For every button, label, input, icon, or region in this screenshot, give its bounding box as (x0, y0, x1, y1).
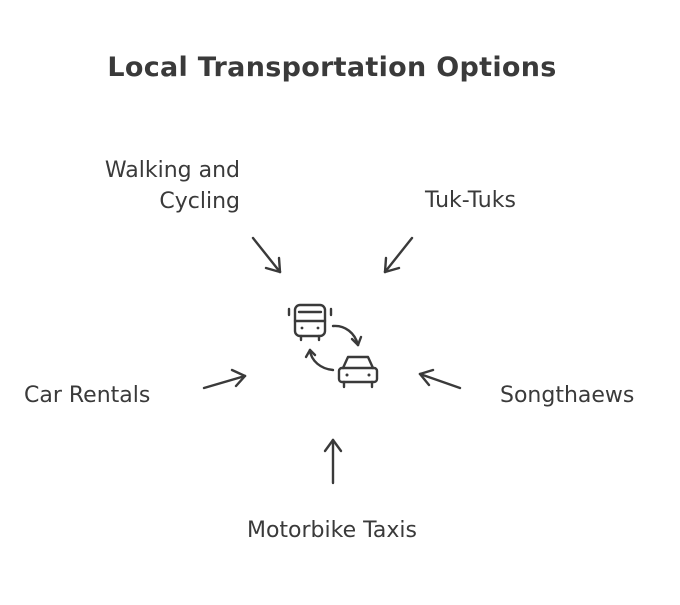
option-motorbike-taxis: Motorbike Taxis (246, 518, 417, 543)
car-icon (337, 355, 379, 389)
option-tuk-tuks: Tuk-Tuks (425, 188, 516, 213)
arrow-walking-to-center (251, 236, 282, 274)
bus-and-car-exchange-icon (287, 303, 379, 389)
arrow-motorbike-to-center (323, 438, 343, 485)
option-walking-cycling: Walking and Cycling (105, 155, 240, 217)
exchange-arrows-icon (304, 324, 363, 372)
bus-icon (287, 303, 333, 342)
option-walking-line-1: Walking and (104, 158, 240, 183)
arrow-songthaews-to-center (418, 368, 462, 390)
arrow-car-rentals-to-center (202, 368, 247, 390)
option-car-rentals: Car Rentals (24, 383, 151, 408)
page-title: Local Transportation Options (107, 52, 557, 83)
option-walking-line-2: Cycling (159, 189, 240, 214)
arrow-tuktuks-to-center (383, 236, 414, 274)
option-songthaews: Songthaews (500, 383, 635, 408)
